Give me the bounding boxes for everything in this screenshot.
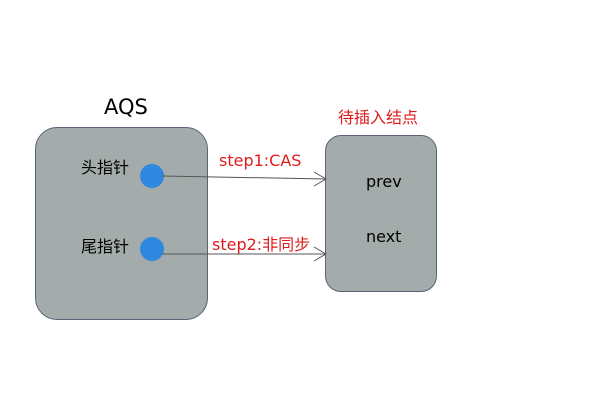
step1-arrow [161, 171, 327, 187]
node-title: 待插入结点 [338, 108, 419, 127]
tail-pointer-label: 尾指针 [81, 237, 130, 256]
head-pointer-dot [140, 164, 164, 188]
tail-pointer-dot [140, 237, 164, 261]
node-box [325, 135, 437, 292]
step2-arrow [162, 246, 327, 262]
head-pointer-label: 头指针 [81, 158, 130, 177]
node-prev-label: prev [366, 172, 402, 191]
aqs-box [35, 127, 208, 320]
aqs-title: AQS [104, 95, 148, 119]
step1-label: step1:CAS [219, 151, 302, 170]
step2-label: step2:非同步 [212, 235, 311, 254]
node-next-label: next [366, 227, 402, 246]
